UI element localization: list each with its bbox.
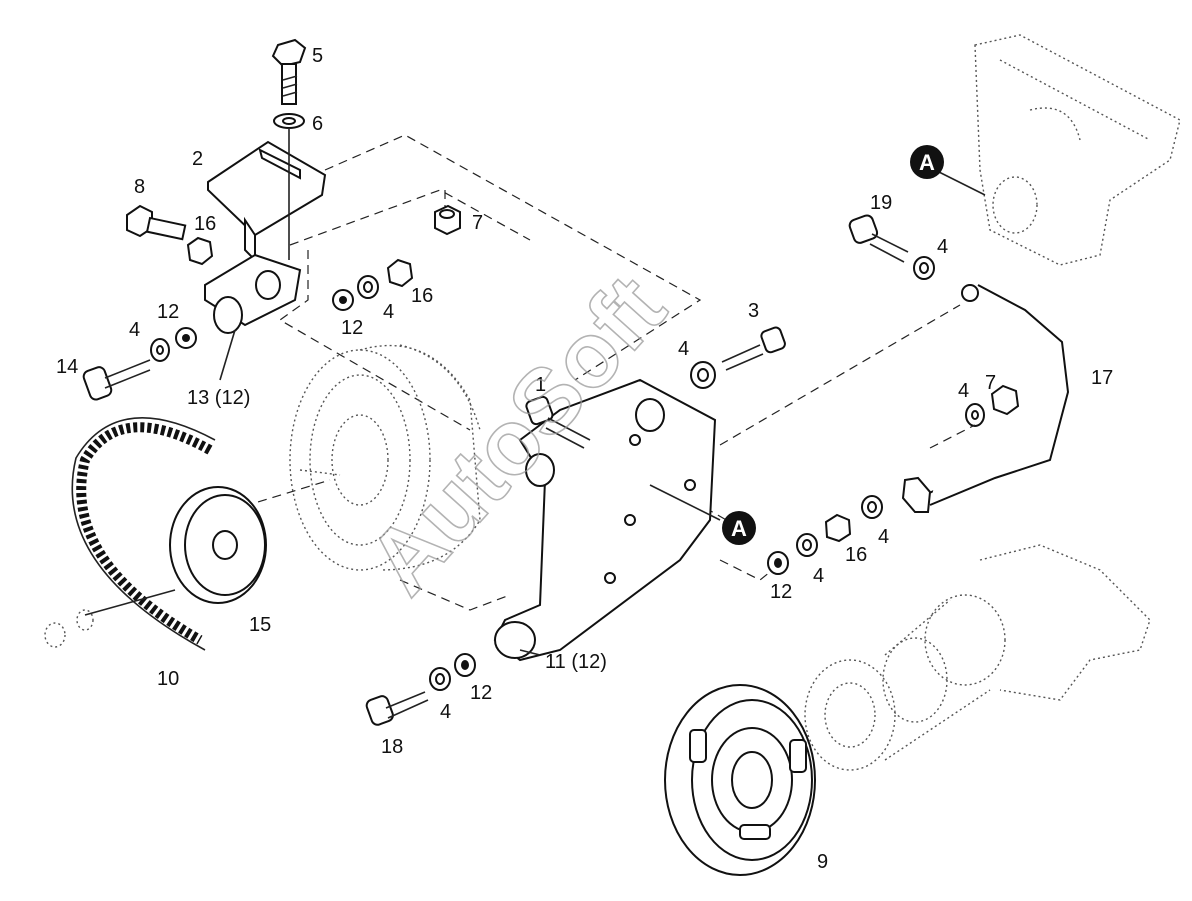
callout-16-upper: 16 — [411, 285, 433, 307]
bolt-14 — [82, 359, 151, 401]
washer-4-left — [150, 338, 170, 362]
callout-10: 10 — [157, 668, 179, 690]
callout-4-top-right: 4 — [937, 236, 948, 258]
callout-13: 13 (12) — [187, 387, 250, 409]
bolt-18 — [365, 691, 429, 726]
bolt-1 — [525, 395, 591, 449]
reference-marker-a-mid: A — [722, 511, 756, 545]
nut-7-right — [990, 384, 1020, 416]
belt-10 — [71, 417, 216, 651]
crankshaft-assembly — [804, 544, 1151, 771]
bolt-8 — [126, 204, 187, 241]
pulley-15 — [84, 486, 267, 616]
alternator — [289, 344, 481, 571]
washer-4-upper — [357, 275, 379, 299]
callout-4-upper: 4 — [383, 301, 394, 323]
mount-13 — [204, 253, 302, 334]
callout-4-left: 4 — [129, 319, 140, 341]
bolt-5 — [271, 38, 307, 105]
bushing-12-upper — [332, 289, 354, 311]
callout-4-mid: 4 — [678, 338, 689, 360]
callout-12-bottom: 12 — [470, 682, 492, 704]
callout-3: 3 — [748, 300, 759, 322]
nut-10-small — [44, 609, 94, 648]
pipe-17 — [901, 284, 1070, 513]
callout-8: 8 — [134, 176, 145, 198]
callout-1: 1 — [535, 374, 546, 396]
callout-4-far-right: 4 — [958, 380, 969, 402]
callout-5: 5 — [312, 45, 323, 67]
callout-12-upper: 12 — [341, 317, 363, 339]
callout-12-left: 12 — [157, 301, 179, 323]
nut-16-top-left — [186, 236, 214, 266]
washer-4-bottom — [429, 667, 451, 691]
callout-4-bottom: 4 — [440, 701, 451, 723]
callout-4-right: 4 — [813, 565, 824, 587]
callout-16-right: 16 — [845, 544, 867, 566]
callout-15: 15 — [249, 614, 271, 636]
bolt-19 — [848, 214, 909, 263]
reference-marker-a-mid-label: A — [731, 516, 747, 541]
callout-6: 6 — [312, 113, 323, 135]
bushing-12-left — [175, 327, 197, 349]
callout-7-right: 7 — [985, 372, 996, 394]
crank-pulley-9 — [664, 684, 816, 876]
washer-4-top-right — [913, 256, 935, 280]
callout-17: 17 — [1091, 367, 1113, 389]
washer-4-mid — [690, 361, 716, 389]
callout-12-right: 12 — [770, 581, 792, 603]
reference-marker-a-top-label: A — [919, 150, 935, 175]
nut-16-upper — [386, 258, 414, 288]
callout-14: 14 — [56, 356, 78, 378]
washer-4-right — [796, 533, 818, 557]
nut-16-right — [824, 513, 852, 543]
callout-18: 18 — [381, 736, 403, 758]
washer-4-far-right — [965, 403, 985, 427]
callout-leaders — [219, 169, 986, 656]
engine-block — [974, 34, 1181, 266]
main-bracket-11 — [493, 378, 717, 662]
washer-6 — [273, 113, 305, 129]
callout-4-right-2: 4 — [878, 526, 889, 548]
bushing-12-right — [767, 551, 789, 575]
callout-9: 9 — [817, 851, 828, 873]
callout-2: 2 — [192, 148, 203, 170]
bushing-12-bottom — [454, 653, 476, 677]
callout-16-top-left: 16 — [194, 213, 216, 235]
nut-7-upper — [434, 204, 461, 236]
callout-19: 19 — [870, 192, 892, 214]
reference-marker-a-top: A — [910, 145, 944, 179]
bolt-3 — [721, 326, 786, 371]
callout-7-upper: 7 — [472, 212, 483, 234]
callout-labels: 5 6 2 8 16 7 16 4 12 12 4 14 13 (12) 19 … — [56, 45, 1113, 873]
callout-11: 11 (12) — [545, 651, 607, 673]
bracket-2 — [207, 128, 327, 263]
washer-4-right-2 — [861, 495, 883, 519]
